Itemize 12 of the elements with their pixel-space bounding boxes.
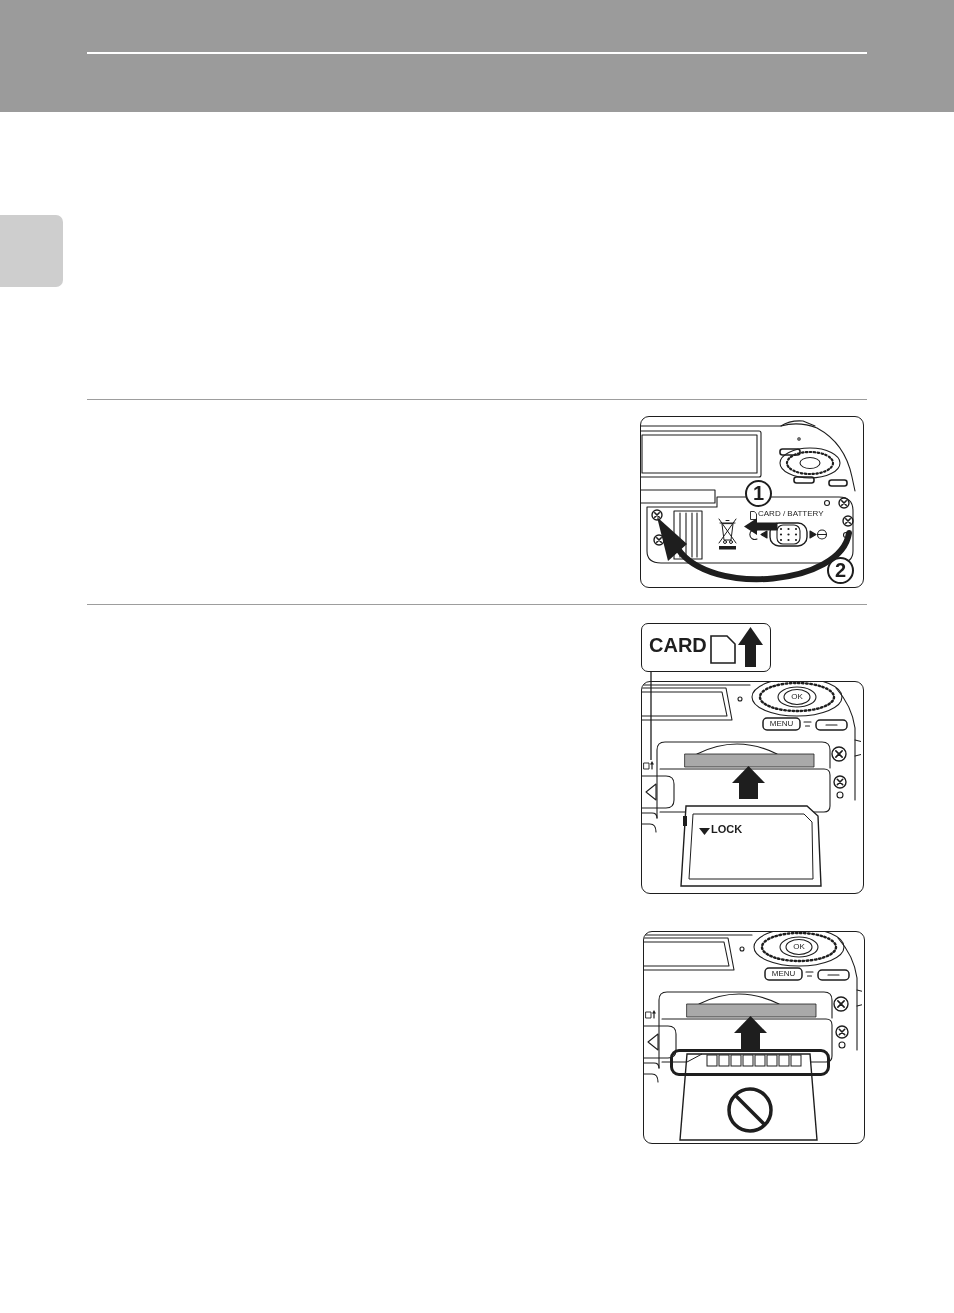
key-label: OK bbox=[790, 693, 804, 701]
key-label: OK bbox=[792, 943, 806, 951]
key-label: MENU bbox=[770, 970, 797, 978]
callout-bubble bbox=[641, 623, 771, 672]
step-number: 1 bbox=[745, 480, 772, 507]
callout-text: CARD bbox=[649, 635, 707, 655]
lock-label: LOCK bbox=[711, 824, 743, 835]
slot-mark-icon bbox=[643, 760, 655, 770]
key-label: MENU bbox=[768, 720, 795, 728]
step-number: 2 bbox=[827, 557, 854, 584]
cover-label: CARD / BATTERY bbox=[758, 510, 824, 518]
leader-line bbox=[650, 671, 652, 761]
